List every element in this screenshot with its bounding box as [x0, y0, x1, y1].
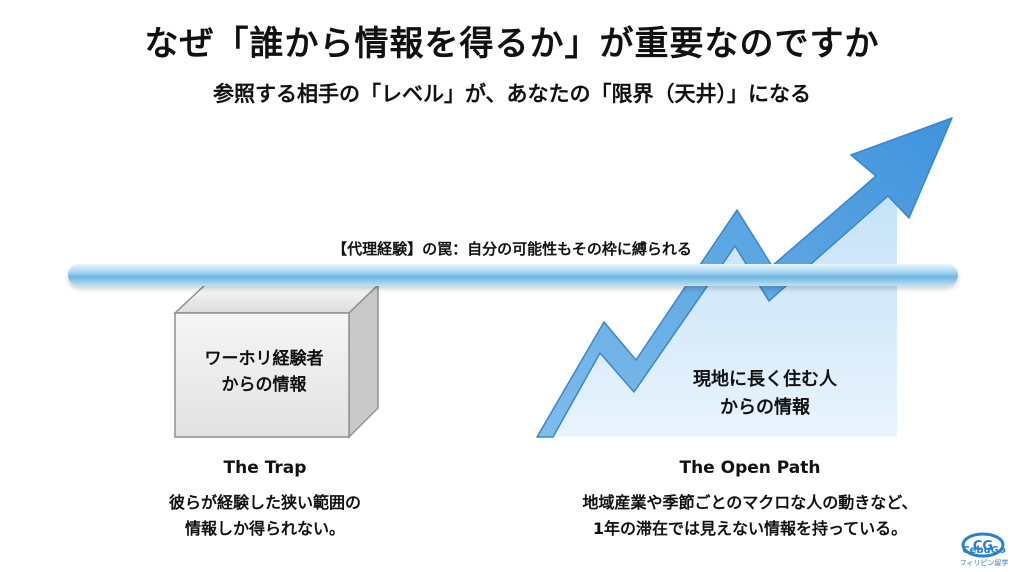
open-desc-line1: 地域産業や季節ごとのマクロな人の動きなど、	[582, 493, 918, 512]
slide-subtitle: 参照する相手の「レベル」が、あなたの「限界（天井）」になる	[212, 82, 812, 106]
open-desc-line2: 1年の滞在では見えない情報を持っている。	[592, 519, 908, 538]
open-path-label: 現地に長く住む人 からの情報	[640, 366, 890, 422]
ceiling-label: 【代理経験】の罠：自分の可能性もその枠に縛られる	[332, 240, 692, 258]
open-path-area	[538, 182, 897, 437]
ceiling-bar	[68, 264, 958, 286]
open-path-label-line2: からの情報	[720, 397, 810, 418]
slide-title: なぜ「誰から情報を得るか」が重要なのですか	[144, 24, 880, 64]
logo-sub: フィリピン留学	[959, 559, 1009, 567]
trap-box-label-line2: からの情報	[221, 375, 307, 395]
trap-description: 彼らが経験した狭い範囲の 情報しか得られない。	[70, 490, 460, 542]
logo-mark: CG	[973, 539, 993, 554]
logo-name: CebuGo	[962, 545, 1006, 556]
cebugo-logo-icon: CG	[961, 532, 1005, 558]
trap-box-label: ワーホリ経験者 からの情報	[178, 346, 350, 398]
open-path-heading: The Open Path	[679, 458, 821, 478]
open-path-description: 地域産業や季節ごとのマクロな人の動きなど、 1年の滞在では見えない情報を持ってい…	[500, 490, 1000, 542]
trap-box-label-line1: ワーホリ経験者	[204, 349, 324, 369]
trap-heading: The Trap	[223, 458, 307, 478]
trap-box	[173, 283, 380, 439]
trap-desc-line1: 彼らが経験した狭い範囲の	[168, 493, 361, 512]
trap-desc-line2: 情報しか得られない。	[184, 519, 345, 538]
open-path-label-line1: 現地に長く住む人	[693, 369, 837, 390]
